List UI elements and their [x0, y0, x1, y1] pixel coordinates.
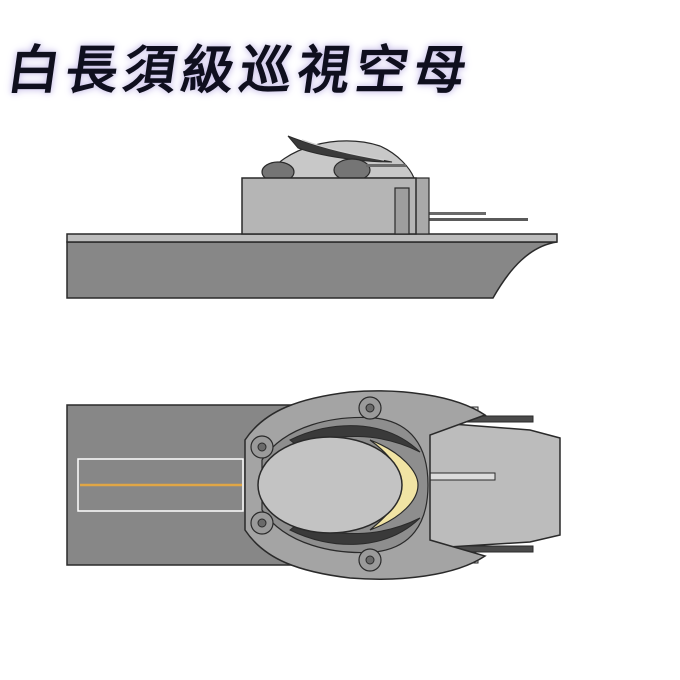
side-aft-block	[414, 177, 430, 235]
top-view	[66, 390, 561, 580]
side-flight-deck	[66, 233, 558, 243]
side-hull	[66, 241, 558, 299]
top-turret-front-lower	[358, 548, 382, 572]
top-turret-aft-upper	[250, 435, 274, 459]
side-view	[66, 135, 558, 299]
top-plate-2	[429, 472, 496, 481]
side-gun-barrel-upper	[428, 212, 486, 215]
top-turret-front-upper	[358, 396, 382, 420]
top-turret-aft-lower	[250, 511, 274, 535]
top-landing-box	[77, 458, 244, 512]
side-door	[394, 187, 410, 235]
side-blade-highlight	[301, 139, 385, 161]
side-gun-barrel-lower	[428, 218, 528, 221]
top-central-dome	[257, 436, 403, 534]
side-turret-barrel	[366, 164, 406, 167]
side-superstructure	[241, 177, 417, 235]
